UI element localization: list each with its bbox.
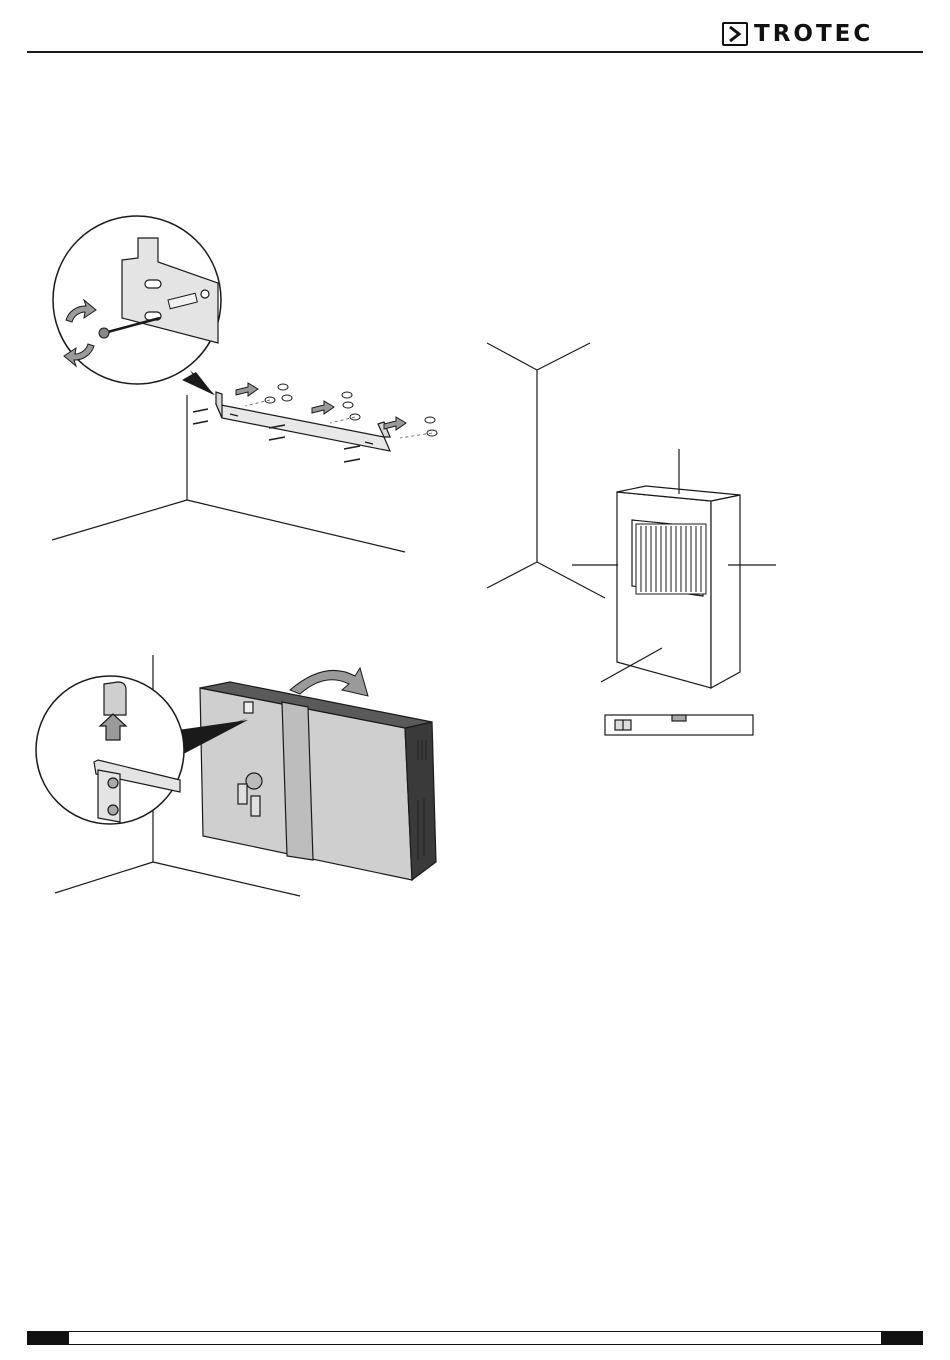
device-body [200,682,436,880]
curved-arrow-icon [290,668,368,696]
footer-bar [27,1331,923,1345]
figure-wall-clearance-and-level [487,343,776,735]
wall-bracket [216,392,390,451]
filter-grille [636,524,706,594]
room-corner-lines-3 [487,343,605,598]
magnifier-detail-bracket [53,216,221,395]
footer-right-block [881,1331,923,1345]
figure-device-hanging-on-bracket [36,655,436,896]
footer-left-block [27,1331,69,1345]
spirit-level-icon [605,715,753,735]
